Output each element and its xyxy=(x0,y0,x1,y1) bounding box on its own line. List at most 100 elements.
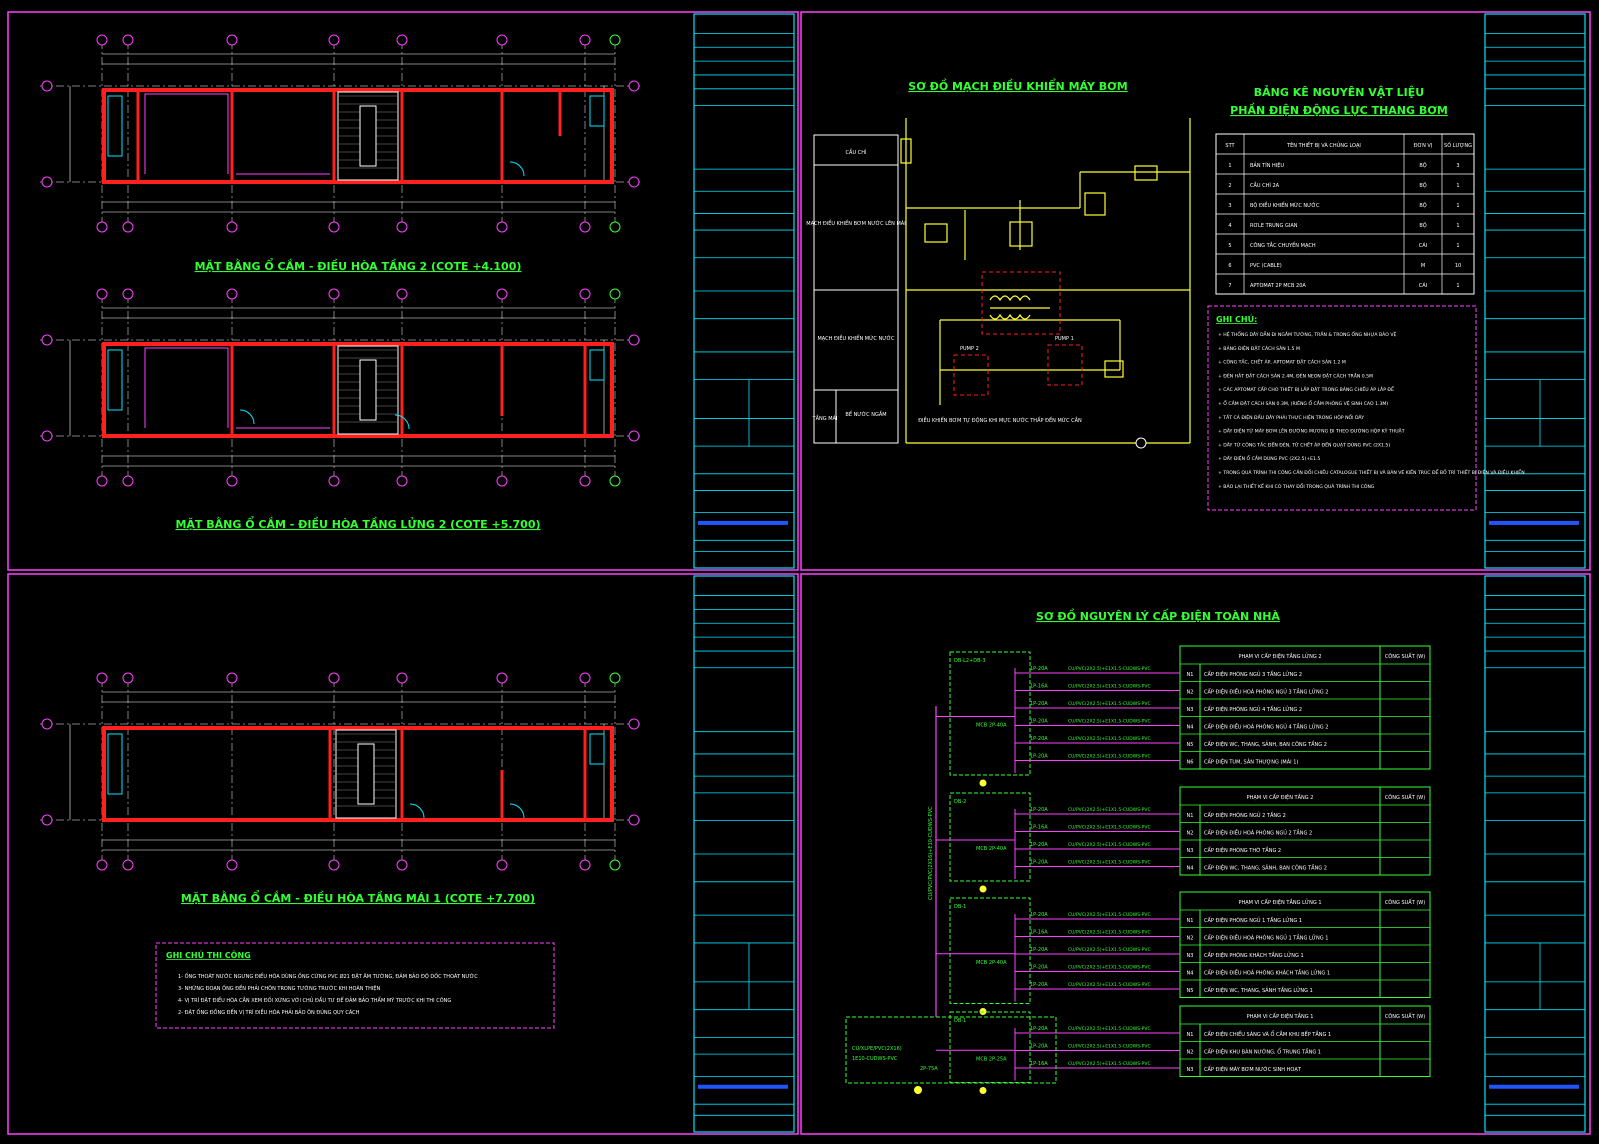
title-block xyxy=(693,13,795,569)
bom-cell: 5 xyxy=(1228,243,1231,249)
grid-bubble xyxy=(328,288,340,300)
circuit-desc: CẤP ĐIỆN MÁY BƠM NƯỚC SINH HOẠT xyxy=(1204,1065,1302,1073)
panel-name: DB-1 xyxy=(954,1018,966,1024)
stair-well xyxy=(359,105,377,167)
grid-bubble xyxy=(579,672,591,684)
panel-breaker: MCB 2P-40A xyxy=(976,846,1007,852)
construction-notes-box xyxy=(155,942,555,1029)
notes-list: + HỆ THỐNG DÂY DẪN ĐI NGẦM TƯỜNG, TRẦN &… xyxy=(1218,330,1525,490)
circuit-desc: CẤP ĐIỆN PHÒNG THỜ TẦNG 2 xyxy=(1204,846,1281,854)
circuit-mcb: 1P-20A xyxy=(1030,701,1048,707)
notes-box xyxy=(1207,305,1477,511)
circuit-id: N5 xyxy=(1187,988,1194,994)
floor-plan-tang-2 xyxy=(40,34,640,233)
sheet-1: MẶT BẰNG Ổ CẮM - ĐIỀU HÒA TẦNG 2 (COTE +… xyxy=(40,34,640,531)
exterior-wall xyxy=(102,88,614,184)
grid-bubble xyxy=(96,475,108,487)
bom-cell: 1 xyxy=(1456,203,1459,209)
circuit-cable: CU/PVC(2X2.5)+E1X1.5-CUDWS-PVC xyxy=(1068,930,1151,936)
panel-breaker: MCB 2P-40A xyxy=(976,960,1007,966)
grid-bubble xyxy=(628,80,640,92)
bom-header: SỐ LƯỢNG xyxy=(1444,141,1472,149)
grid-bubble xyxy=(628,814,640,826)
grid-bubble xyxy=(496,288,508,300)
grid-bubble xyxy=(396,221,408,233)
circuit-power-header: CÔNG SUẤT (W) xyxy=(1385,652,1425,660)
circuit-mcb: 1P-20A xyxy=(1030,1044,1048,1050)
circuit-cable: CU/PVC(2X2.5)+E1X1.5-CUDWS-PVC xyxy=(1068,860,1151,866)
grid-bubble xyxy=(96,672,108,684)
floor-plan-tang-lung-2 xyxy=(40,288,640,487)
grid-bubble xyxy=(496,34,508,46)
circuit-table-header: PHẠM VI CẤP ĐIỆN TẦNG 2 xyxy=(1247,793,1314,801)
row-label-tang-mai: TẦNG MÁI xyxy=(812,414,838,422)
door-swing xyxy=(409,803,425,819)
circuit-mcb: 1P-20A xyxy=(1030,736,1048,742)
grid-bubble xyxy=(628,334,640,346)
bom-cell: 4 xyxy=(1228,223,1231,229)
circuit-cable: CU/PVC(2X2.5)+E1X1.5-CUDWS-PVC xyxy=(1068,912,1151,918)
grid-bubble xyxy=(122,672,134,684)
panel-name: DB-2 xyxy=(954,799,966,805)
grid-bubble xyxy=(609,288,621,300)
door-swing xyxy=(239,409,255,425)
feeder-label: CU/PVC/PVC(2X16)+E10-CUDWS-PVC xyxy=(928,806,934,900)
circuit-desc: CẤP ĐIỆN WC, THANG, SẢNH, BAN CÔNG TẦNG … xyxy=(1204,740,1327,748)
panel-box xyxy=(949,651,1031,776)
control-caption: ĐIỀU KHIỂN BƠM TỰ ĐỘNG KHI MỰC NƯỚC THẤP… xyxy=(918,416,1082,424)
row-label-muc-nuoc: MẠCH ĐIỀU KHIỂN MỨC NƯỚC xyxy=(817,334,895,342)
bath-fixture xyxy=(107,733,123,795)
pump-2-box xyxy=(953,354,989,396)
grid-bubble xyxy=(41,718,53,730)
circuit-table-header: PHẠM VI CẤP ĐIỆN TẦNG LỬNG 2 xyxy=(1238,652,1321,660)
bath-fixture xyxy=(107,349,123,411)
panel-name: DB-L2+DB-3 xyxy=(954,658,986,664)
main-cable-label: CU/XLPE/PVC(2X16) xyxy=(852,1046,902,1052)
grid-bubble xyxy=(628,718,640,730)
plan-title-tang-2: MẶT BẰNG Ổ CẮM - ĐIỀU HÒA TẦNG 2 (COTE +… xyxy=(195,258,522,273)
note-item: + BẢO LẠI THIẾT KẾ KHI CÓ THAY ĐỔI TRONG… xyxy=(1218,482,1375,490)
grid-bubble xyxy=(96,288,108,300)
circuit-cable: CU/PVC(2X2.5)+E1X1.5-CUDWS-PVC xyxy=(1068,1026,1151,1032)
bom-cell: 1 xyxy=(1456,243,1459,249)
floor-plan-tang-mai-1 xyxy=(40,672,640,871)
bom-cell: CÁI xyxy=(1419,282,1427,289)
circuit-cable: CU/PVC(2X2.5)+E1X1.5-CUDWS-PVC xyxy=(1068,1061,1151,1067)
circuit-cable: CU/PVC(2X2.5)+E1X1.5-CUDWS-PVC xyxy=(1068,666,1151,672)
panel-box xyxy=(949,897,1031,1004)
circuit-id: N6 xyxy=(1187,760,1194,766)
circuit-desc: CẤP ĐIỆN PHÒNG NGỦ 2 TẦNG 2 xyxy=(1204,811,1286,819)
circuit-mcb: 1P-20A xyxy=(1030,719,1048,725)
circuit-id: N3 xyxy=(1187,848,1194,854)
sheet-3: MẶT BẰNG Ổ CẮM - ĐIỀU HÒA TẦNG MÁI 1 (CO… xyxy=(40,672,640,1029)
exterior-wall xyxy=(102,342,614,438)
circuit-desc: CẤP ĐIỆN ĐIỀU HOÀ PHÒNG KHÁCH TẦNG LỬNG … xyxy=(1204,969,1330,977)
bath-fixture xyxy=(107,95,123,157)
circuit-mcb: 1P-20A xyxy=(1030,666,1048,672)
panel-breaker: MCB 2P-40A xyxy=(976,723,1007,729)
bom-cell: CẦU CHÌ 2A xyxy=(1250,181,1280,189)
construction-note-2: 2- ĐẶT ỐNG ĐỒNG ĐẾN VỊ TRÍ ĐIỀU HÒA PHẢI… xyxy=(178,1007,360,1016)
construction-note-3: 3- NHỮNG ĐOẠN ỐNG ĐẾN PHẢI CHÔN TRONG TƯ… xyxy=(178,984,381,992)
circuit-desc: CẤP ĐIỆN TUM, SÂN THƯỢNG (MÁI 1) xyxy=(1204,758,1298,766)
circuit-cable: CU/PVC(2X2.5)+E1X1.5-CUDWS-PVC xyxy=(1068,825,1151,831)
ground-symbol xyxy=(914,1086,922,1094)
circuit-cable: CU/PVC(2X2.5)+E1X1.5-CUDWS-PVC xyxy=(1068,719,1151,725)
circuit-cable: CU/PVC(2X2.5)+E1X1.5-CUDWS-PVC xyxy=(1068,965,1151,971)
grid-bubble xyxy=(226,475,238,487)
bath-fixture xyxy=(589,349,605,381)
circuit-cable: CU/PVC(2X2.5)+E1X1.5-CUDWS-PVC xyxy=(1068,807,1151,813)
bom-cell: 1 xyxy=(1456,223,1459,229)
grid-bubble xyxy=(396,859,408,871)
bom-cell: 7 xyxy=(1228,283,1231,289)
sheet-2: SƠ ĐỒ MẠCH ĐIỀU KHIỂN MÁY BƠM CẦU CHÌ MẠ… xyxy=(806,78,1525,511)
circuit-id: N1 xyxy=(1187,918,1194,924)
circuit-mcb: 1P-20A xyxy=(1030,912,1048,918)
grid-bubble xyxy=(96,859,108,871)
circuit-desc: CẤP ĐIỆN ĐIỀU HOÀ PHÒNG NGỦ 1 TẦNG LỬNG … xyxy=(1204,934,1328,942)
bom-cell: PVC (CABLE) xyxy=(1250,263,1282,269)
